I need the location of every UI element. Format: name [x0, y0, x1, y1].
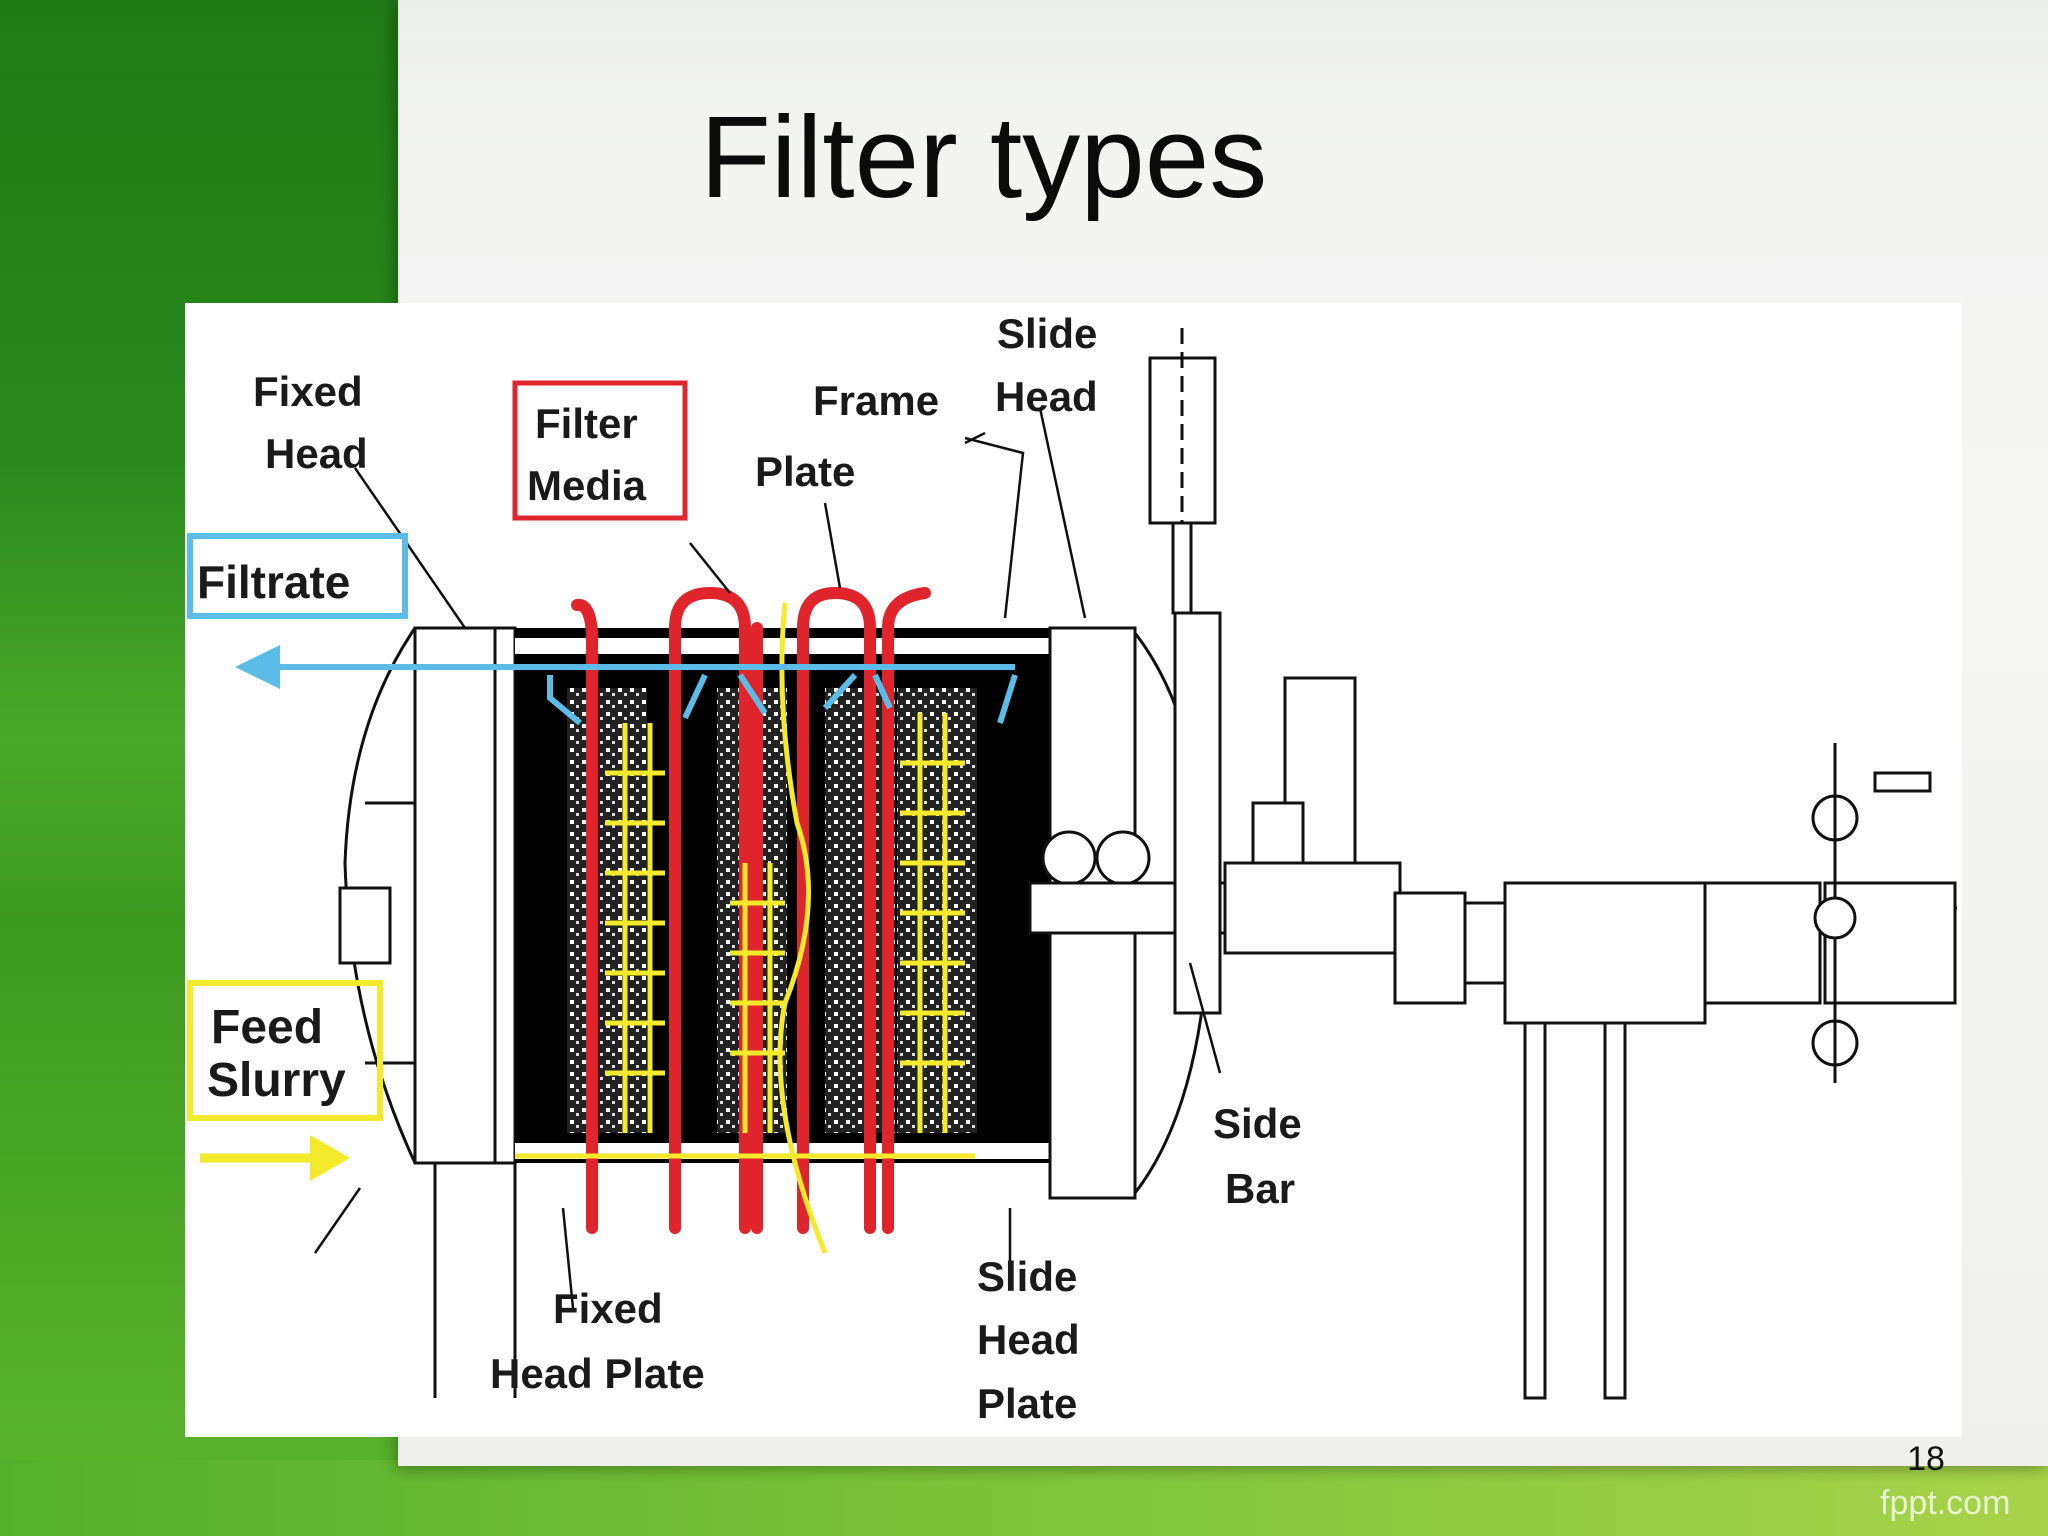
top-tie-rod [1148, 328, 1357, 1015]
label-slide-head-plate-1: Slide [977, 1253, 1077, 1300]
feed-slurry-arrow [200, 1135, 350, 1181]
label-fixed-head-plate-1: Fixed [553, 1285, 663, 1332]
slide-title: Filter types [700, 92, 1268, 222]
hydraulic-assembly [1223, 743, 1957, 1400]
feed-slurry-highlight-box [187, 980, 383, 1121]
label-fixed-head-plate-2: Head Plate [490, 1350, 705, 1397]
filter-media-highlight-box [512, 380, 688, 521]
filter-media-cloth [571, 586, 931, 1234]
filter-press-drawing: Fixed Head Filter Media Frame Plate Slid… [187, 310, 1962, 1427]
label-slide-head-plate-3: Plate [977, 1380, 1077, 1427]
label-filter-media-2: Media [527, 462, 647, 509]
filtrate-highlight-box [187, 533, 408, 619]
leader-lines [313, 407, 1222, 1309]
green-background-bottom [0, 1460, 2048, 1536]
label-slide-head-1: Slide [997, 310, 1097, 357]
label-side-bar-1: Side [1213, 1100, 1302, 1147]
label-filtrate: Filtrate [197, 556, 350, 608]
label-feed-slurry-2: Slurry [207, 1054, 346, 1107]
label-slide-head-plate-2: Head [977, 1316, 1080, 1363]
label-fixed-head-2: Head [265, 430, 368, 477]
label-frame: Frame [813, 377, 939, 424]
label-plate: Plate [755, 448, 855, 495]
filtrate-arrow [235, 645, 280, 689]
label-filter-media-1: Filter [535, 400, 638, 447]
label-feed-slurry-1: Feed [211, 1001, 323, 1054]
label-slide-head-2: Head [995, 373, 1098, 420]
filtrate-flow [280, 664, 1018, 726]
feed-slurry-flow [515, 602, 975, 1254]
filter-press-diagram: Fixed Head Filter Media Frame Plate Slid… [185, 303, 1962, 1437]
label-side-bar-2: Bar [1225, 1165, 1295, 1212]
footer-brand: fppt.com [1880, 1484, 2011, 1522]
page-number: 18 [1907, 1440, 1945, 1478]
label-fixed-head-1: Fixed [253, 368, 363, 415]
fixed-head [338, 626, 517, 1165]
